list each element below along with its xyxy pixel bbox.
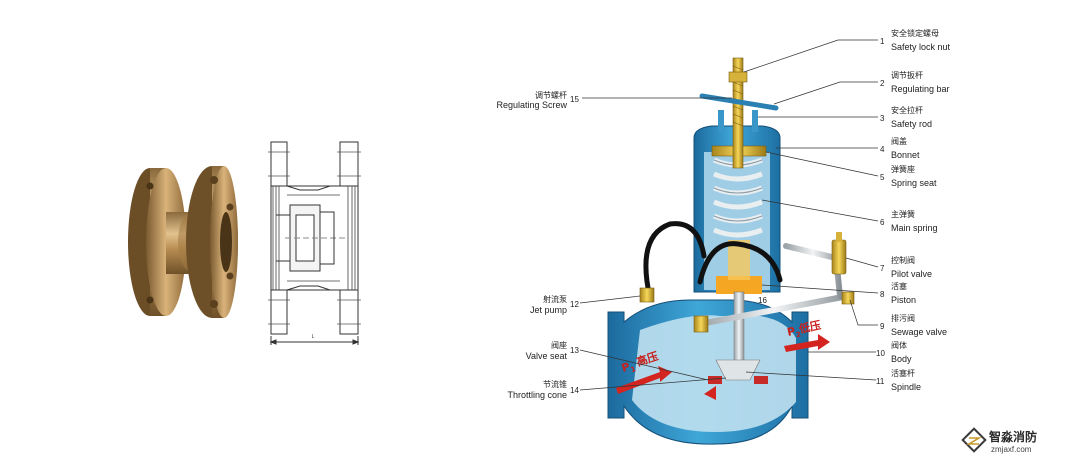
svg-text:Regulating bar: Regulating bar bbox=[891, 84, 950, 94]
callout-15: 调节螺杆 15 Regulating Screw bbox=[496, 90, 732, 110]
svg-text:6: 6 bbox=[880, 218, 885, 227]
svg-text:Valve seat: Valve seat bbox=[526, 351, 568, 361]
callout-14: 节流锥 14 Throttling cone bbox=[507, 377, 727, 400]
svg-text:Spindle: Spindle bbox=[891, 382, 921, 392]
svg-text:Body: Body bbox=[891, 354, 912, 364]
svg-text:Safety lock nut: Safety lock nut bbox=[891, 42, 951, 52]
svg-text:5: 5 bbox=[880, 173, 885, 182]
callout-2: 2 调节扳杆 Regulating bar bbox=[773, 70, 950, 105]
svg-text:射流泵: 射流泵 bbox=[543, 294, 567, 304]
callout-4: 4 阀盖 Bonnet bbox=[776, 136, 920, 160]
logo-icon bbox=[961, 427, 987, 453]
svg-text:1: 1 bbox=[880, 37, 885, 46]
svg-text:8: 8 bbox=[880, 290, 885, 299]
callout-11: 11 活塞杆 Spindle bbox=[745, 368, 921, 392]
svg-text:Sewage valve: Sewage valve bbox=[891, 327, 947, 337]
svg-text:14: 14 bbox=[570, 386, 579, 395]
svg-text:4: 4 bbox=[880, 145, 885, 154]
svg-text:Spring seat: Spring seat bbox=[891, 178, 937, 188]
svg-text:弹簧座: 弹簧座 bbox=[891, 164, 915, 174]
svg-text:Main spring: Main spring bbox=[891, 223, 938, 233]
brand-logo: 智淼消防 zmjaxf.com bbox=[961, 427, 1037, 454]
svg-text:安全拉杆: 安全拉杆 bbox=[891, 105, 923, 115]
callout-12: 射流泵 12 Jet pump bbox=[530, 294, 641, 315]
svg-text:Piston: Piston bbox=[891, 295, 916, 305]
svg-text:调节扳杆: 调节扳杆 bbox=[891, 70, 923, 80]
svg-text:排污阀: 排污阀 bbox=[891, 313, 915, 323]
callout-5: 5 弹簧座 Spring seat bbox=[765, 151, 937, 188]
svg-text:Bonnet: Bonnet bbox=[891, 150, 920, 160]
section-drawing bbox=[268, 141, 361, 345]
logo-text-en: zmjaxf.com bbox=[991, 445, 1032, 454]
callout-6: 6 主弹簧 Main spring bbox=[761, 199, 938, 233]
callout-1: 1 安全锁定螺母 Safety lock nut bbox=[743, 28, 951, 73]
svg-text:阀体: 阀体 bbox=[891, 340, 907, 350]
pressure-labels: P1 高压 P2 低压 16 bbox=[620, 296, 822, 376]
cutaway-valve bbox=[607, 57, 855, 445]
callout-13: 阀座 13 Valve seat bbox=[526, 340, 709, 381]
callout-10: 10 阀体 Body bbox=[808, 340, 912, 364]
svg-text:10: 10 bbox=[876, 349, 885, 358]
svg-text:调节螺杆: 调节螺杆 bbox=[535, 90, 567, 100]
logo-text-cn: 智淼消防 bbox=[988, 429, 1037, 444]
svg-text:15: 15 bbox=[570, 95, 579, 104]
svg-text:Safety rod: Safety rod bbox=[891, 119, 932, 129]
svg-text:主弹簧: 主弹簧 bbox=[891, 209, 915, 219]
high-pressure-label: 高压 bbox=[635, 349, 660, 369]
svg-text:安全锁定螺母: 安全锁定螺母 bbox=[891, 28, 939, 38]
svg-text:9: 9 bbox=[880, 322, 885, 331]
callout-7: 7 控制阀 Pilot valve bbox=[845, 255, 932, 279]
svg-text:阀座: 阀座 bbox=[551, 340, 567, 350]
low-pressure-label: 低压 bbox=[797, 318, 822, 336]
svg-text:11: 11 bbox=[876, 377, 885, 386]
svg-text:活塞: 活塞 bbox=[891, 281, 907, 291]
bronze-valve-photo bbox=[128, 166, 238, 318]
svg-text:Regulating Screw: Regulating Screw bbox=[496, 100, 567, 110]
svg-text:Throttling cone: Throttling cone bbox=[507, 390, 567, 400]
svg-text:控制阀: 控制阀 bbox=[891, 255, 915, 265]
svg-text:13: 13 bbox=[570, 346, 579, 355]
svg-text:Pilot valve: Pilot valve bbox=[891, 269, 932, 279]
svg-text:节流锥: 节流锥 bbox=[543, 379, 567, 389]
part-16-label: 16 bbox=[758, 296, 767, 305]
svg-text:Jet pump: Jet pump bbox=[530, 305, 567, 315]
callout-3: 3 安全拉杆 Safety rod bbox=[758, 105, 932, 129]
outlet-pressure-symbol: P2 bbox=[786, 324, 802, 341]
svg-text:12: 12 bbox=[570, 300, 579, 309]
svg-text:2: 2 bbox=[880, 79, 885, 88]
callout-8: 8 活塞 Piston bbox=[761, 281, 916, 305]
dimension-label: L bbox=[312, 334, 315, 340]
svg-text:阀盖: 阀盖 bbox=[891, 136, 907, 146]
svg-text:3: 3 bbox=[880, 114, 885, 123]
callout-9: 9 排污阀 Sewage valve bbox=[849, 299, 947, 337]
inlet-pressure-symbol: P1 bbox=[620, 358, 637, 376]
svg-text:7: 7 bbox=[880, 264, 885, 273]
svg-text:活塞杆: 活塞杆 bbox=[891, 368, 915, 378]
